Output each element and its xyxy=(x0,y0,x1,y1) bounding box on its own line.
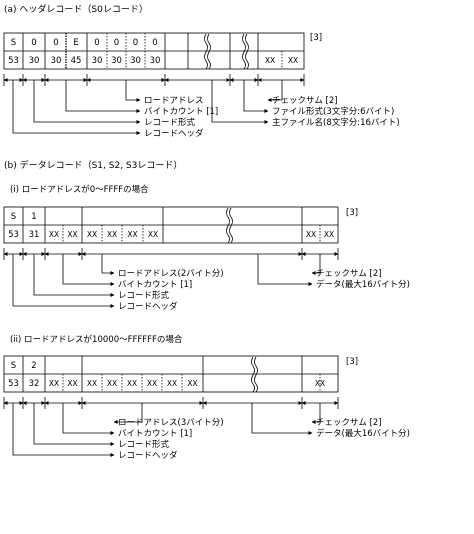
case1-leader-lines xyxy=(12,254,321,308)
case2-note-marker: [3] xyxy=(346,357,358,367)
a-span-arrows xyxy=(3,74,305,86)
a-note-marker: [3] xyxy=(310,33,322,43)
case2-bottom-cell: XX xyxy=(87,379,97,388)
a-bottom-cell: 45 xyxy=(71,56,82,66)
a-top-cell: 0 xyxy=(152,38,157,48)
a-top-cell: 0 xyxy=(114,38,119,48)
case2-label-left: レコード形式 xyxy=(118,439,170,450)
case1-top-cell: S xyxy=(11,212,16,222)
case1-label-left: レコードヘッダ xyxy=(118,301,178,312)
case1-label-right: チェックサム [2] xyxy=(316,269,382,279)
header-record-table xyxy=(3,32,305,70)
a-top-cell: 0 xyxy=(31,38,36,48)
a-label-left: レコードヘッダ xyxy=(144,128,204,139)
a-leader-lines xyxy=(12,80,283,135)
a-bottom-cell: 30 xyxy=(51,56,62,66)
a-top-cell: 0 xyxy=(133,38,138,48)
case2-span-arrows xyxy=(3,397,339,409)
case2-label-left: レコードヘッダ xyxy=(118,450,178,461)
a-top-cell: S xyxy=(11,38,16,48)
case1-label-left: レコード形式 xyxy=(118,290,170,301)
section-b-title: (b) データレコード（S1, S2, S3レコード） xyxy=(4,159,182,171)
case1-record-table xyxy=(3,206,339,244)
a-top-cell: 0 xyxy=(94,38,99,48)
case1-bottom-cell: XX xyxy=(306,230,316,239)
a-label-left: レコード形式 xyxy=(144,117,196,128)
a-bottom-cell: XX xyxy=(265,56,275,65)
section-a-title: (a) ヘッダレコード（S0レコード） xyxy=(4,3,148,15)
a-top-cell: 0 xyxy=(53,38,58,48)
case1-subtitle: (i) ロードアドレスが0～FFFFの場合 xyxy=(10,184,149,195)
case2-top-cell: 2 xyxy=(31,361,36,371)
case2-bottom-cell: XX xyxy=(67,379,77,388)
case2-bottom-cell: XX xyxy=(167,379,177,388)
case2-bottom-cell: 32 xyxy=(29,379,40,389)
a-bottom-cell: 53 xyxy=(8,56,19,66)
case2-bottom-cell: 53 xyxy=(8,379,19,389)
a-label-right: 主ファイル名(8文字分:16バイト) xyxy=(272,117,400,128)
case1-label-left: ロードアドレス(2バイト分) xyxy=(118,269,224,279)
case2-label-left: バイトカウント [1] xyxy=(118,429,192,439)
case2-leader-lines xyxy=(12,403,321,457)
a-bottom-cell: 30 xyxy=(130,56,141,66)
case2-bottom-cell: XX xyxy=(187,379,197,388)
case2-bottom-cell: XX xyxy=(49,379,59,388)
case2-bottom-cell: XX xyxy=(127,379,137,388)
case2-bottom-cell: XX xyxy=(315,379,325,388)
a-label-right: チェックサム [2] xyxy=(272,96,338,106)
case2-bottom-cell: XX xyxy=(107,379,117,388)
a-bottom-cell: 30 xyxy=(150,56,161,66)
case1-label-left: バイトカウント [1] xyxy=(118,280,192,290)
a-bottom-cell: XX xyxy=(288,56,298,65)
case1-bottom-cell: XX xyxy=(67,230,77,239)
case2-label-right: データ(最大16バイト分) xyxy=(316,428,410,439)
case1-note-marker: [3] xyxy=(346,208,358,218)
case1-bottom-cell: XX xyxy=(87,230,97,239)
case1-label-right: データ(最大16バイト分) xyxy=(316,279,410,290)
case1-bottom-cell: XX xyxy=(127,230,137,239)
case2-label-left: ロードアドレス(3バイト分) xyxy=(118,418,224,428)
case2-record-table xyxy=(3,355,339,393)
a-bottom-cell: 30 xyxy=(29,56,40,66)
case1-top-cell: 1 xyxy=(31,212,36,222)
case2-bottom-cell: XX xyxy=(147,379,157,388)
case1-bottom-cell: XX xyxy=(49,230,59,239)
case1-bottom-cell: XX xyxy=(148,230,158,239)
a-label-left: バイトカウント [1] xyxy=(144,107,218,117)
case2-top-cell: S xyxy=(11,361,16,371)
a-top-cell: E xyxy=(73,38,78,48)
case1-bottom-cell: 31 xyxy=(29,230,40,240)
a-label-right: ファイル形式(3文字分:6バイト) xyxy=(272,106,394,117)
case1-bottom-cell: XX xyxy=(107,230,117,239)
case1-span-arrows xyxy=(3,248,339,260)
case2-label-right: チェックサム [2] xyxy=(316,418,382,428)
case2-subtitle: (ii) ロードアドレスが10000～FFFFFFの場合 xyxy=(10,334,183,345)
case1-bottom-cell: XX xyxy=(324,230,334,239)
a-label-left: ロードアドレス xyxy=(144,96,204,106)
case1-bottom-cell: 53 xyxy=(8,230,19,240)
a-bottom-cell: 30 xyxy=(111,56,122,66)
a-bottom-cell: 30 xyxy=(92,56,103,66)
